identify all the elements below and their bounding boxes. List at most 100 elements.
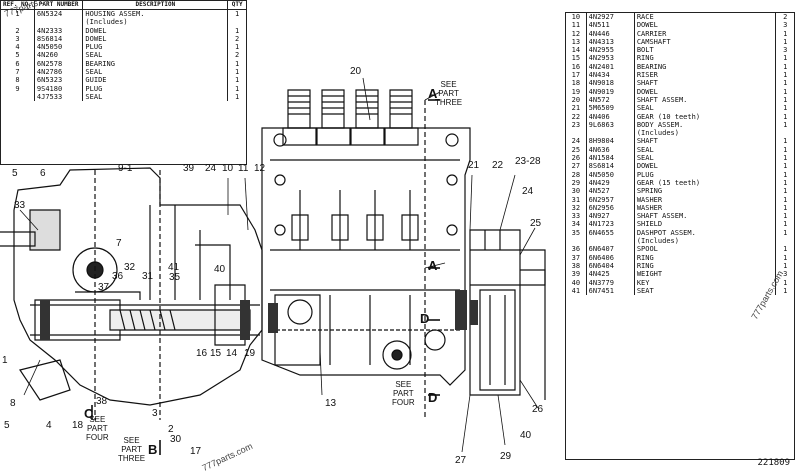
cell-desc: KEY xyxy=(634,278,777,287)
callout-38: 38 xyxy=(96,396,108,407)
callout-4: 4 xyxy=(46,420,52,431)
callout-7: 7 xyxy=(116,238,122,249)
callout-29: 29 xyxy=(500,451,512,462)
cell-ref: 5 xyxy=(1,51,35,60)
cell-qty xyxy=(776,129,794,137)
cell-pn: 4N2953 xyxy=(586,54,635,63)
cell-desc: SEAL xyxy=(634,145,777,155)
housing-outline xyxy=(13,167,263,406)
cell-qty: 1 xyxy=(783,245,788,254)
callout-35: 35 xyxy=(169,272,181,283)
cell-desc: RACE xyxy=(634,13,777,22)
cell-ref: 28 xyxy=(566,170,587,179)
section-d-top: D xyxy=(420,311,430,326)
cell-desc: WASHER xyxy=(634,195,777,204)
cell-ref: 19 xyxy=(566,87,587,96)
callout-5: 5 xyxy=(12,168,18,179)
cell-desc: RISER xyxy=(634,71,777,80)
cell-ref: 25 xyxy=(566,145,587,155)
cell-qty: 1 xyxy=(783,278,788,287)
section-c: C xyxy=(84,406,94,421)
cell-ref: 41 xyxy=(566,286,587,296)
callout-8: 8 xyxy=(10,398,16,409)
cell-qty: 1 xyxy=(783,228,788,237)
cell-desc: SHIELD xyxy=(634,220,777,229)
cell-qty: 1 xyxy=(235,92,240,101)
cell-ref: 18 xyxy=(566,79,587,88)
cell-desc: WASHER xyxy=(634,203,777,213)
document-code: 221809 xyxy=(757,458,790,468)
cell-pn: 4N2955 xyxy=(586,46,635,55)
cell-qty xyxy=(228,18,246,26)
cell-ref: 26 xyxy=(566,154,587,163)
callout-12: 12 xyxy=(254,163,266,174)
cell-ref: 10 xyxy=(566,13,587,22)
cell-pn: 4N527 xyxy=(586,187,635,196)
cell-desc: SHAFT xyxy=(634,137,777,146)
cell-desc: SEAL xyxy=(634,104,777,113)
cell-qty: 1 xyxy=(783,62,788,71)
cell-qty: 2 xyxy=(783,13,788,21)
cell-pn: 6N4655 xyxy=(586,228,635,238)
callout-21: 21 xyxy=(468,160,480,171)
cell-desc: DOWEL xyxy=(82,26,229,35)
cell-ref: 22 xyxy=(566,112,587,121)
cell-desc: WEIGHT xyxy=(634,270,777,279)
cell-desc: SPRING xyxy=(634,187,777,196)
cell-desc: SEAL xyxy=(82,92,229,102)
cell-qty: 1 xyxy=(783,253,788,262)
cell-qty: 3 xyxy=(783,46,788,55)
cell-qty: 1 xyxy=(783,212,788,221)
cell-ref: 21 xyxy=(566,104,587,113)
cell-qty: 1 xyxy=(235,68,240,77)
cell-pn: 4N434 xyxy=(586,71,635,80)
cell-desc: DOWEL xyxy=(82,34,229,44)
cell-qty: 1 xyxy=(783,145,788,154)
cell-qty: 1 xyxy=(783,54,788,63)
cell-pn: 6N7451 xyxy=(586,286,635,296)
callout-6: 6 xyxy=(40,168,46,179)
cell-qty: 2 xyxy=(235,51,240,60)
cell-ref: 30 xyxy=(566,187,587,196)
callout-2: 2 xyxy=(168,424,174,435)
cell-desc: PLUG xyxy=(82,43,229,52)
cell-desc: GEAR (10 teeth) xyxy=(634,112,777,121)
cell-desc: SEAL xyxy=(82,68,229,77)
cell-ref: 17 xyxy=(566,71,587,80)
cell-ref: 34 xyxy=(566,220,587,229)
callout-20: 20 xyxy=(350,66,362,77)
cell-ref: 37 xyxy=(566,253,587,262)
cell-ref: 2 xyxy=(1,26,35,35)
cell-desc: RING xyxy=(634,261,777,271)
cell-qty: 1 xyxy=(235,43,240,52)
cell-ref: 23 xyxy=(566,120,587,130)
cell-pn: 6N5323 xyxy=(34,76,84,85)
cell-pn: 8H9804 xyxy=(586,137,635,146)
section-a-bottom: A xyxy=(428,258,438,273)
cell-ref: 40 xyxy=(566,278,587,287)
callout-17: 17 xyxy=(190,446,202,457)
cell-desc: RING xyxy=(634,54,777,63)
cell-ref: 39 xyxy=(566,270,587,279)
cell-qty: 1 xyxy=(235,76,240,85)
callout-15: 15 xyxy=(210,348,222,359)
callout-40: 40 xyxy=(214,264,226,275)
cell-desc: SHAFT ASSEM. xyxy=(634,95,777,105)
cell-qty: 1 xyxy=(235,59,240,68)
cell-desc: SHAFT xyxy=(634,79,777,88)
cell-pn: 8S6814 xyxy=(586,162,635,171)
